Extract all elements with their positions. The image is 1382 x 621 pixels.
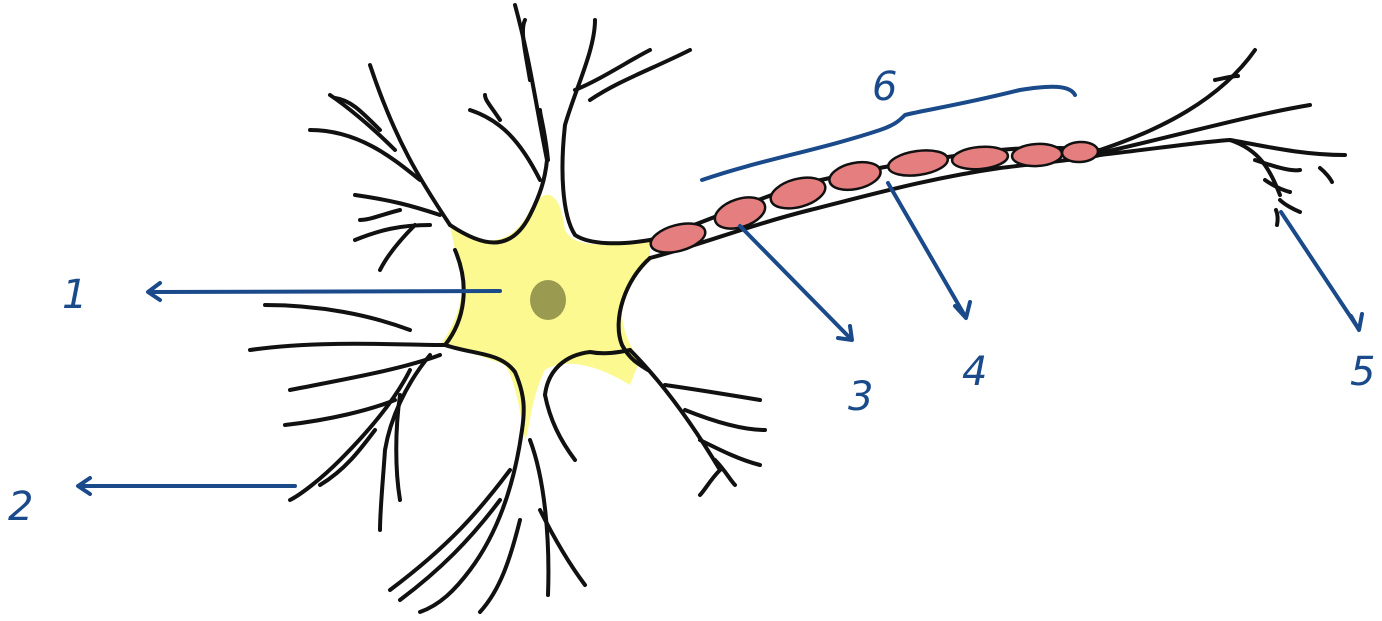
arrow-5 [1281,212,1358,328]
label-4: 4 [962,349,987,395]
arrow-3 [740,226,850,338]
dendrites-upper-left [310,65,450,270]
dendrites-lower-left [250,305,445,530]
dendrites-top [470,5,690,180]
label-5: 5 [1350,349,1375,395]
label-1: 1 [62,272,87,318]
dendrites-right-lower [630,350,765,495]
arrow-1 [150,291,500,292]
label-2: 2 [8,484,33,530]
dendrites-bottom [390,395,585,612]
label-3: 3 [848,374,873,420]
arrow-4 [888,183,965,316]
nucleus [530,280,566,320]
label-6: 6 [872,64,897,110]
axon-terminals [1100,50,1345,225]
